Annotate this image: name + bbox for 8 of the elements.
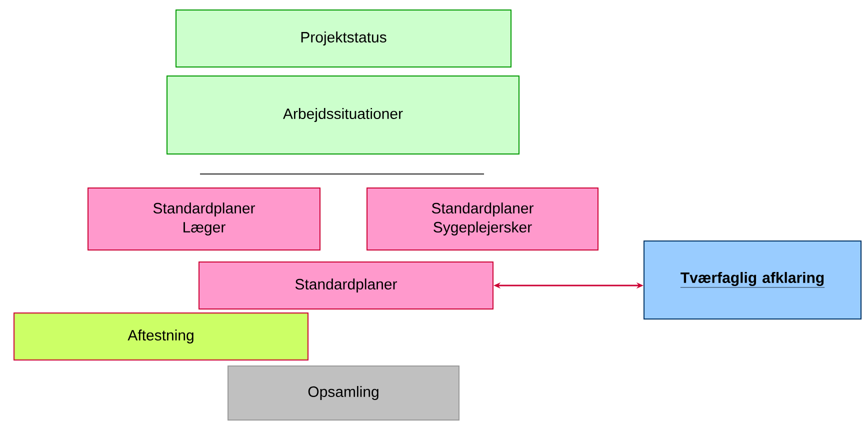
test-box: Aftestning xyxy=(14,312,308,360)
clarification-box: Tværfaglig afklaring xyxy=(644,240,862,320)
plan-box: Standardplaner Sygeplejersker xyxy=(366,188,598,250)
status-box: Projektstatus xyxy=(176,10,512,68)
situation-box: Arbejdssituationer xyxy=(166,76,520,154)
summary-box: Opsamling xyxy=(228,366,460,420)
plan-box: Standardplaner Læger xyxy=(88,188,320,250)
plan-box: Standardplaner xyxy=(198,262,494,310)
